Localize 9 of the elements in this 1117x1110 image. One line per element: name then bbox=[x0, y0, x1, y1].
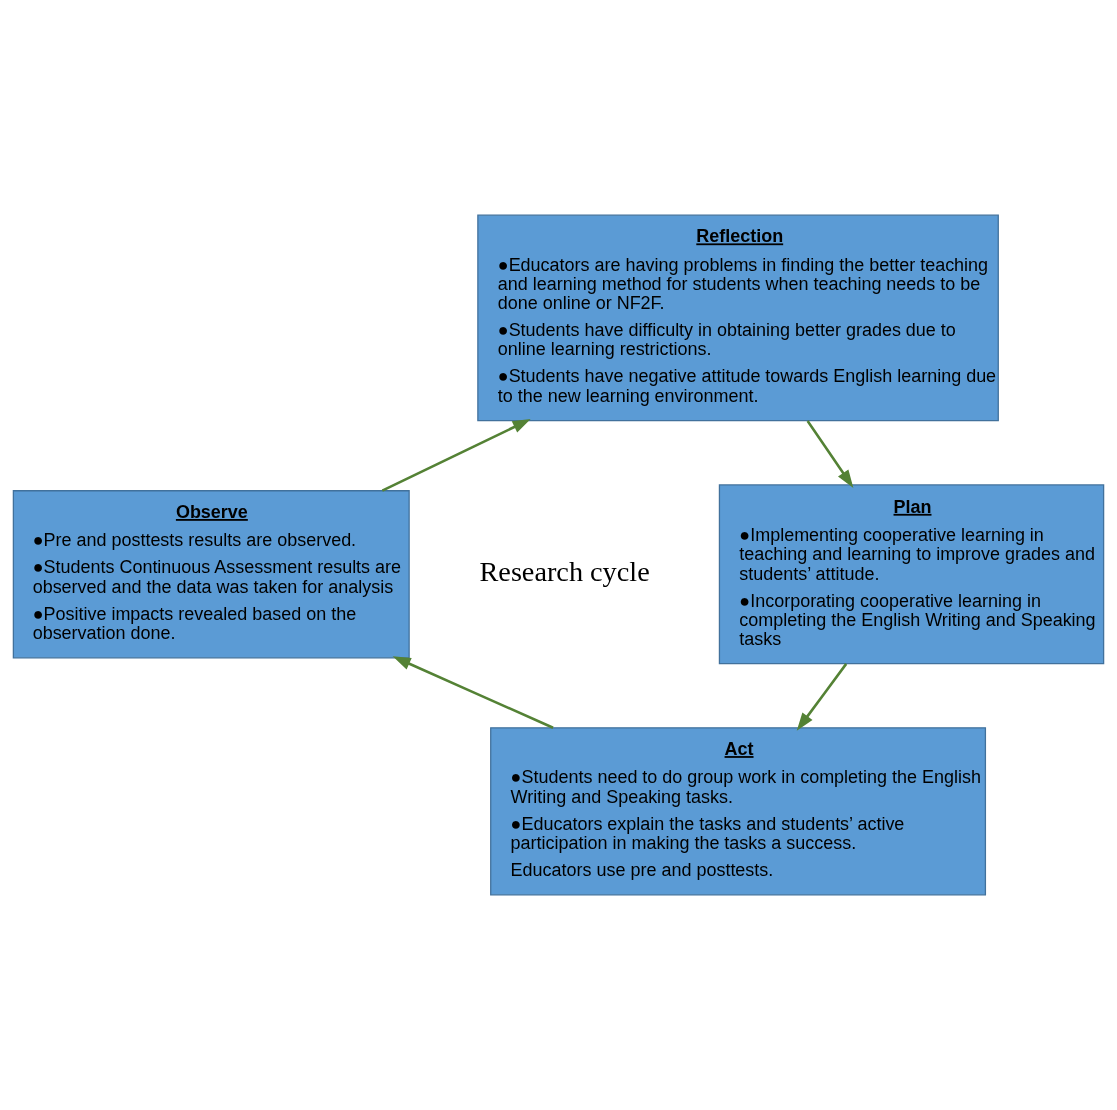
arrow bbox=[806, 420, 854, 488]
arrow bbox=[796, 663, 848, 731]
node-box: Act ●Students need to do group work in completing the English Writing and Speaking tasks. ●Educators explain the tasks and students’ active participation in making the tasks a success. Educators use pre and posttests. bbox=[490, 727, 987, 896]
arrow bbox=[392, 656, 554, 729]
node-box: Observe ●Pre and posttests results are observed. ●Students Continuous Assessment results are observed and the data was taken for analysis ●Positive impacts revealed based on the observation done. bbox=[12, 490, 410, 659]
arrow bbox=[381, 419, 531, 492]
node-box: Plan ●Implementing cooperative learning in teaching and learning to improve grades and students’ attitude. ●Incorporating cooperative learning in completing the English Writing and Speaking tasks bbox=[718, 484, 1105, 665]
label: Research cycle bbox=[479, 556, 650, 588]
node-box: Reflection ●Educators are having problems in finding the better teaching and learning method for students when teaching needs to be done online or NF2F. ●Students have difficulty in obtaining better grades due to online learning restrictions. ●Students have negative attitude towards English learning due to the new learning environment. bbox=[477, 214, 999, 422]
